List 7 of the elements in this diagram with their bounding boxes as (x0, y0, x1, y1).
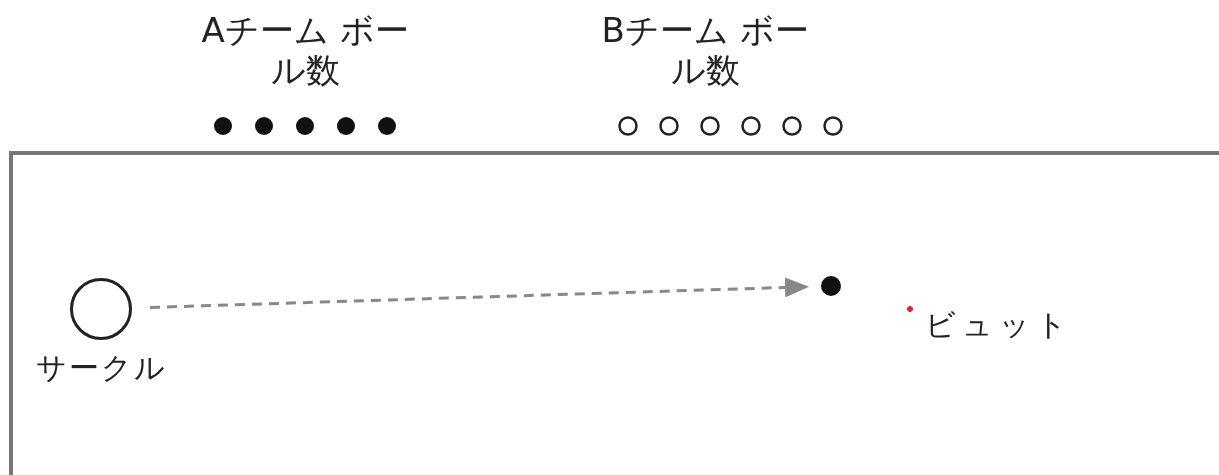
team-ball-count-label: Bチーム ボール数 (600, 10, 810, 90)
jack-label: ビュット (925, 306, 1074, 344)
ball (821, 276, 841, 296)
team-ball-count-label: Aチーム ボール数 (200, 10, 410, 90)
throw-arrow (149, 277, 810, 309)
throwing-circle (70, 278, 132, 340)
circle-label: サークル (34, 349, 168, 387)
